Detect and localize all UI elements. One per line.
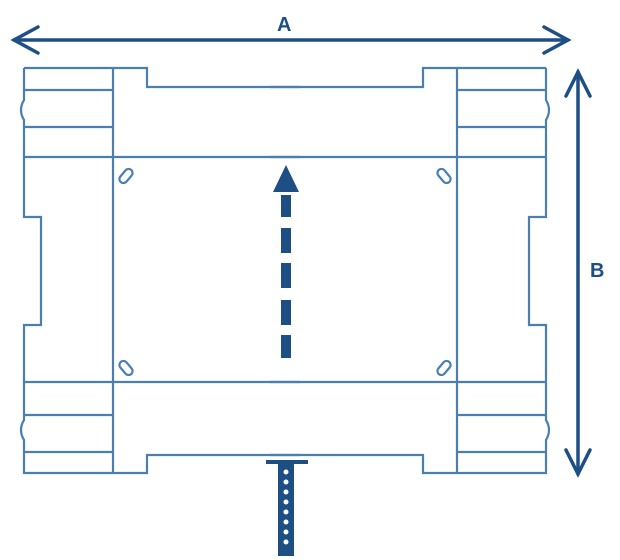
dimension-arrow-a bbox=[10, 25, 572, 55]
dimension-label-a: A bbox=[277, 14, 292, 36]
dimension-label-b: B bbox=[590, 260, 605, 282]
enclosure-left-half bbox=[19, 66, 302, 475]
enclosure-right-half bbox=[268, 66, 551, 475]
cable-chain-icon bbox=[266, 460, 308, 556]
dimension-arrow-b bbox=[564, 68, 592, 478]
mounting-direction-arrow-icon bbox=[273, 165, 299, 358]
